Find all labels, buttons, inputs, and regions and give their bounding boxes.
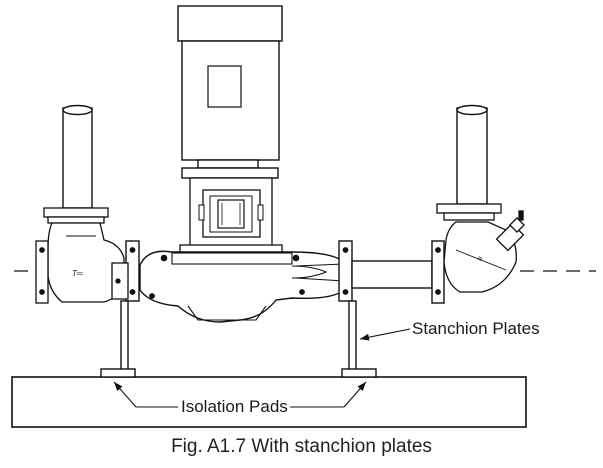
discharge-pipe-vertical (456, 104, 488, 205)
isolation-arrow-right (343, 381, 367, 408)
motor-top-cap (177, 5, 283, 42)
discharge-upper-flange (436, 203, 502, 221)
motor-collar (197, 159, 259, 169)
suction-connector (111, 262, 129, 300)
stanchion-leader (359, 328, 411, 341)
motor-base-flange (181, 167, 279, 179)
pump-discharge-flange (338, 240, 353, 302)
suction-pipe-vertical (62, 104, 93, 209)
figure-caption: Fig. A1.7 With stanchion plates (171, 436, 432, 457)
valve-stem (495, 210, 525, 252)
isolation-arrow-left (113, 381, 137, 408)
suction-elbow-flange (43, 207, 109, 224)
base-pad (11, 376, 527, 428)
pump-casing (139, 250, 345, 323)
svg-text:≡: ≡ (475, 254, 485, 263)
svg-text:T═: T═ (72, 269, 83, 278)
motor-nameplate (207, 65, 242, 108)
motor (177, 5, 283, 179)
discharge-pipe-horizontal (351, 260, 433, 289)
bracket (179, 177, 283, 254)
isolation-pads-label: Isolation Pads (181, 397, 288, 416)
stanchion-plates-label: Stanchion Plates (412, 319, 540, 338)
discharge-flange (431, 240, 445, 304)
suction-inlet-flange (35, 240, 49, 304)
stanchion-plate-left (100, 300, 136, 378)
stanchion-plate-right (341, 300, 377, 378)
